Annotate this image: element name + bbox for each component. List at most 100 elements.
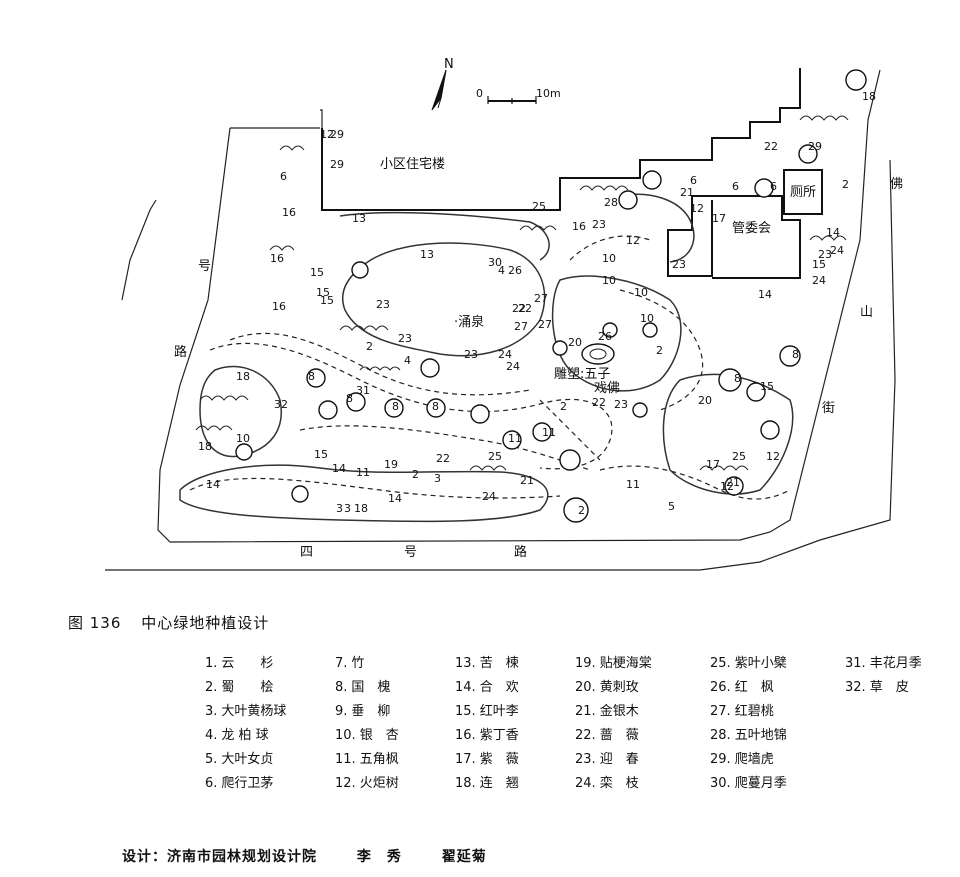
plant-number-label: 16	[270, 252, 284, 265]
legend-item: 17.紫 薇	[455, 748, 575, 772]
legend-item-name: 蜀 桧	[221, 680, 274, 695]
legend-item-number: 13.	[455, 656, 476, 671]
plant-number-label: 28	[604, 196, 618, 209]
committee-building-label: 管委会	[732, 221, 771, 236]
plant-number-label: 12	[690, 202, 704, 215]
legend-item: 26.红 枫	[710, 676, 845, 700]
plant-number-label: 11	[356, 466, 370, 479]
toilet-label: 厕所	[790, 185, 816, 200]
plant-number-label: 22	[592, 396, 606, 409]
plant-number-label: 14	[332, 462, 346, 475]
legend-item-name: 栾 枝	[599, 776, 639, 791]
planting-plan-diagram: N 0 10m 小区住宅楼 管委会 厕所 ·涌泉 雕塑:五子 戏佛	[105, 57, 903, 571]
legend-item-name: 黄刺玫	[599, 680, 639, 695]
legend-item-name: 爬墙虎	[734, 752, 774, 767]
legend-item: 12.火炬树	[335, 772, 455, 796]
legend-item-name: 大叶女贞	[221, 752, 274, 767]
plant-number-label: 20	[568, 336, 582, 349]
plant-number-label: 32	[274, 398, 288, 411]
figure-caption: 图 136 中心绿地种植设计	[68, 612, 269, 633]
legend-item: 10.银 杏	[335, 724, 455, 748]
legend-item-name: 紫丁香	[479, 728, 519, 743]
plant-number-label: 23	[464, 348, 478, 361]
plant-number-label: 16	[272, 300, 286, 313]
legend-item-name: 红 枫	[734, 680, 774, 695]
plant-number-label: 14	[206, 478, 220, 491]
plant-number-label: 29	[330, 158, 344, 171]
plant-number-label: 4	[404, 354, 411, 367]
sculpture-base	[581, 343, 615, 365]
plant-number-label: 25	[732, 450, 746, 463]
figure-number: 图 136	[68, 614, 122, 632]
plant-number-label: 19	[384, 458, 398, 471]
plant-number-label: 24	[812, 274, 826, 287]
legend-item-name: 银 杏	[359, 728, 399, 743]
plant-number-label: 5	[668, 500, 675, 513]
plant-number-label: 18	[354, 502, 368, 515]
legend-item-number: 26.	[710, 680, 731, 695]
plant-number-label: 24	[830, 244, 844, 257]
plant-number-label: 23	[398, 332, 412, 345]
legend-item-number: 25.	[710, 656, 731, 671]
legend-item-name: 迎 春	[599, 752, 639, 767]
legend-item: 5.大叶女贞	[205, 748, 335, 772]
legend-item: 7.竹	[335, 652, 455, 676]
plant-number-label: 11	[626, 478, 640, 491]
plant-number-label: 10	[640, 312, 654, 325]
legend-item-number: 7.	[335, 656, 348, 671]
plant-number-label: 27	[514, 320, 528, 333]
figure-title: 中心绿地种植设计	[141, 614, 270, 632]
road-east-char-1: 佛	[890, 177, 903, 192]
plant-number-label: 23	[672, 258, 686, 271]
legend-item-name: 火炬树	[359, 776, 399, 791]
legend-item-number: 17.	[455, 752, 476, 767]
plant-number-label: 6	[280, 170, 287, 183]
credit-designer-1: 李 秀	[356, 849, 402, 865]
legend-item: 16.紫丁香	[455, 724, 575, 748]
plant-number-label: 18	[198, 440, 212, 453]
legend-item-number: 11.	[335, 752, 356, 767]
plant-number-label: 14	[388, 492, 402, 505]
legend-item-number: 20.	[575, 680, 596, 695]
legend-item-number: 3.	[205, 704, 218, 719]
plant-number-label: 15	[316, 286, 330, 299]
legend-item-name: 龙 柏 球	[221, 728, 269, 743]
plant-number-label: 2	[560, 400, 567, 413]
plant-number-label: 29	[808, 140, 822, 153]
legend-item-name: 合 欢	[479, 680, 519, 695]
legend-item: 3.大叶黄杨球	[205, 700, 335, 724]
road-south-char-2: 号	[404, 545, 417, 560]
plant-number-label: 14	[826, 226, 840, 239]
legend-item-number: 23.	[575, 752, 596, 767]
legend-item-name: 爬行卫茅	[221, 776, 274, 791]
sculpture-label-line1: 雕塑:五子	[554, 367, 610, 382]
legend-item-number: 28.	[710, 728, 731, 743]
plant-number-label: 13	[352, 212, 366, 225]
legend-item-name: 丰花月季	[869, 656, 922, 671]
plant-number-label: 24	[498, 348, 512, 361]
plant-number-label: 12	[720, 480, 734, 493]
legend-item: 20.黄刺玫	[575, 676, 710, 700]
legend-item: 32.草 皮	[845, 676, 945, 700]
site-boundary	[157, 69, 881, 543]
plant-number-label: 3	[336, 502, 343, 515]
legend-item-number: 27.	[710, 704, 731, 719]
legend-item-number: 5.	[205, 752, 218, 767]
road-south-char-3: 路	[514, 544, 527, 560]
plant-number-label: 25	[532, 200, 546, 213]
plant-number-label: 6	[770, 180, 777, 193]
legend-item: 31.丰花月季	[845, 652, 945, 676]
plant-number-label: 2	[656, 344, 663, 357]
planting-bed	[179, 464, 549, 523]
legend-item-name: 苦 楝	[479, 656, 519, 671]
legend-item-number: 2.	[205, 680, 218, 695]
scale-end-label: 10m	[536, 87, 561, 100]
plant-number-label: 10	[602, 252, 616, 265]
legend-item: 11.五角枫	[335, 748, 455, 772]
legend-item: 6.爬行卫茅	[205, 772, 335, 796]
plant-number-label: 8	[346, 392, 353, 405]
legend-item-name: 爬蔓月季	[734, 776, 787, 791]
plant-number-label: 13	[420, 248, 434, 261]
